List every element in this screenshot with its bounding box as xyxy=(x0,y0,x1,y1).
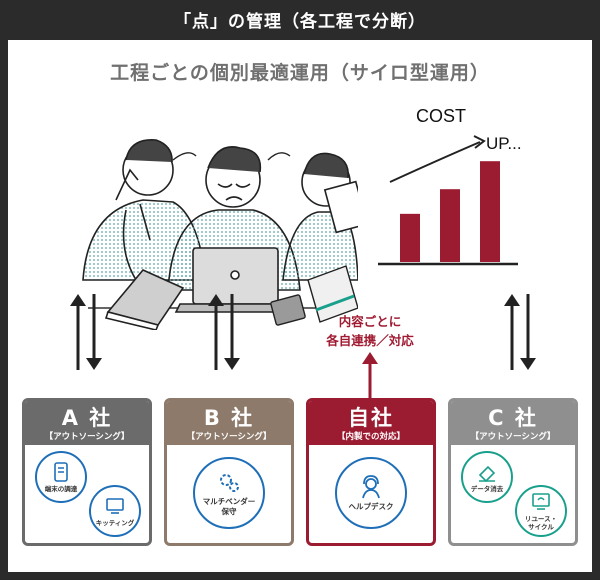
company-b-sub: 【アウトソーシング】 xyxy=(186,432,272,442)
computer-setup-icon xyxy=(106,498,124,514)
service-label: マルチベンダー 保守 xyxy=(202,497,256,516)
cost-chart-graphic xyxy=(378,135,518,266)
service-label: キッティング xyxy=(95,519,135,527)
diagram-title: 「点」の管理（各工程で分断） xyxy=(174,11,426,32)
company-a-box: A 社 【アウトソーシング】 端末の調達 キ xyxy=(22,398,152,546)
company-a-sub: 【アウトソーシング】 xyxy=(44,432,130,442)
recycle-device-icon xyxy=(532,493,550,510)
diagram-subtitle: 工程ごとの個別最適運用（サイロ型運用） xyxy=(110,62,490,84)
company-c-name: C 社 xyxy=(488,406,538,430)
own-note-line2: 各自連携／対応 xyxy=(326,333,414,348)
company-a-name: A 社 xyxy=(61,406,113,430)
service-label: 端末の調達 xyxy=(44,485,78,493)
own-arrow-up xyxy=(362,352,378,400)
service-label: ヘルプデスク xyxy=(348,502,394,511)
notebook xyxy=(104,269,185,330)
service-helpdesk: ヘルプデスク xyxy=(335,457,407,529)
worker-right xyxy=(282,152,358,281)
paper-stack xyxy=(307,265,358,323)
service-reuse-recycle: リユース・ サイクル xyxy=(515,485,567,537)
service-label: リユース・ サイクル xyxy=(524,515,558,531)
cost-bar-2 xyxy=(440,189,460,262)
company-c-header: C 社 【アウトソーシング】 xyxy=(451,401,575,445)
up-label: UP... xyxy=(486,134,522,153)
cost-up-chart: COST UP... xyxy=(368,100,528,270)
own-company-box: 自社 【内製での対応】 ヘルプデスク xyxy=(306,398,436,546)
own-company-name: 自社 xyxy=(348,406,394,430)
company-b-box: B 社 【アウトソーシング】 マルチベンダー 保守 xyxy=(164,398,294,546)
service-multivendor-maintenance: マルチベンダー 保守 xyxy=(193,457,265,529)
diagram-canvas: 工程ごとの個別最適運用（サイロ型運用） xyxy=(8,40,592,572)
own-company-sub: 【内製での対応】 xyxy=(336,432,405,442)
cost-bar-3 xyxy=(480,161,500,262)
company-a-header: A 社 【アウトソーシング】 xyxy=(25,401,149,445)
busy-workers-illustration xyxy=(82,139,358,330)
service-label: データ消去 xyxy=(470,485,504,493)
arrows-a xyxy=(70,294,102,370)
own-company-header: 自社 【内製での対応】 xyxy=(309,401,433,445)
company-b-header: B 社 【アウトソーシング】 xyxy=(167,401,291,445)
calculator xyxy=(270,294,306,326)
eraser-icon xyxy=(478,465,496,483)
service-kitting: キッティング xyxy=(89,485,141,537)
service-data-erasure: データ消去 xyxy=(461,451,513,503)
cost-label: COST xyxy=(416,106,467,126)
headset-operator-icon xyxy=(362,475,380,499)
gears-icon xyxy=(220,474,239,492)
service-device-procurement: 端末の調達 xyxy=(35,451,87,503)
cost-bar-1 xyxy=(400,213,420,262)
arrows-b xyxy=(208,294,240,370)
arrows-c xyxy=(504,294,536,370)
own-note-line1: 内容ごとに xyxy=(338,314,402,329)
company-b-name: B 社 xyxy=(203,406,255,430)
company-c-box: C 社 【アウトソーシング】 データ消去 リ xyxy=(448,398,578,546)
company-c-sub: 【アウトソーシング】 xyxy=(470,432,556,442)
phone-document-icon xyxy=(54,462,68,482)
own-company-note: 内容ごとに 各自連携／対応 xyxy=(308,312,432,350)
